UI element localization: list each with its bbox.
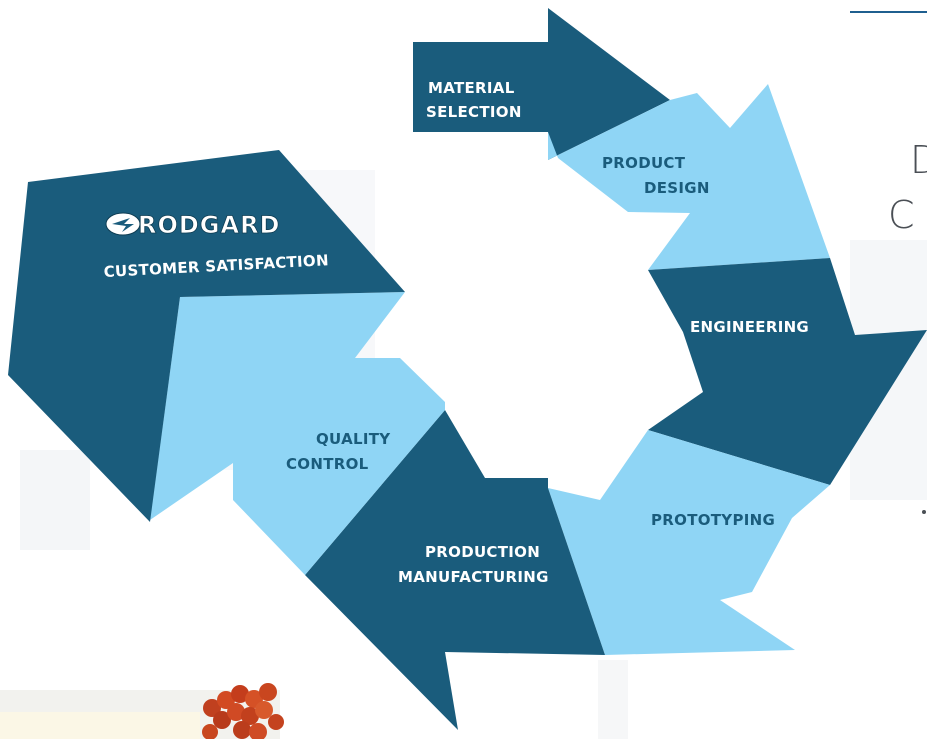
- customer-satisfaction-panel: [8, 150, 405, 522]
- cutoff-dot: [922, 510, 926, 514]
- step-engineering-arrow: [648, 258, 927, 485]
- rodgard-logo: [105, 212, 141, 236]
- step-label-material-line2: SELECTION: [426, 103, 522, 121]
- step-label-quality-line2: CONTROL: [286, 455, 369, 473]
- step-label-material-line1: MATERIAL: [428, 79, 515, 97]
- step-label-engineering: ENGINEERING: [690, 318, 809, 336]
- rodgard-logo-mark: [112, 218, 134, 232]
- step-label-production-line2: MANUFACTURING: [398, 568, 549, 586]
- cutoff-text-line2: C: [888, 193, 915, 237]
- step-product-design-arrow: [548, 84, 830, 270]
- brand-name: RODGARD: [138, 211, 280, 239]
- step-quality-control-arrow: [150, 292, 445, 575]
- step-label-production-line1: PRODUCTION: [425, 543, 540, 561]
- step-label-prototyping: PROTOTYPING: [651, 511, 775, 529]
- step-production-manufacturing-arrow: [305, 410, 605, 730]
- step-prototyping-arrow: [548, 430, 830, 655]
- step-label-product-line2: DESIGN: [644, 179, 710, 197]
- cutoff-text-line1: D: [910, 138, 927, 182]
- step-material-selection-arrow: [413, 8, 670, 160]
- step-label-product-line1: PRODUCT: [602, 154, 686, 172]
- step-label-quality-line1: QUALITY: [316, 430, 391, 448]
- red-pellets-photo: [0, 683, 284, 739]
